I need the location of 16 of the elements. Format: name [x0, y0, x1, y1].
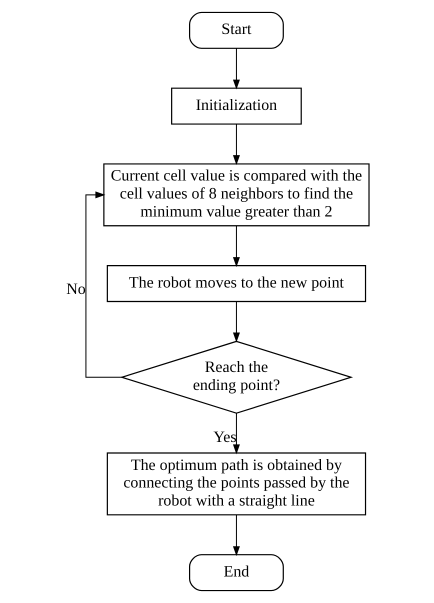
arrow — [232, 124, 240, 166]
arrow — [232, 48, 240, 90]
arrow — [84, 191, 122, 378]
node-box: Start — [188, 12, 284, 49]
node-box: The robot moves to the new point — [106, 265, 366, 302]
arrow — [232, 514, 240, 556]
edge-label: Yes — [212, 428, 236, 446]
node-box: Current cell value is compared with the cell values of 8 neighbors to find the minimum value greater than 2 — [102, 163, 370, 226]
node-box: Initialization — [170, 88, 302, 125]
arrow — [232, 225, 240, 268]
node-box: End — [188, 554, 284, 592]
node-diamond: Reach the ending point? — [119, 340, 353, 414]
arrow — [232, 301, 240, 343]
arrow — [232, 412, 240, 454]
edge-label: No — [66, 280, 86, 298]
node-box: The optimum path is obtained by connecting the points passed by the robot with a straight line — [106, 452, 366, 516]
